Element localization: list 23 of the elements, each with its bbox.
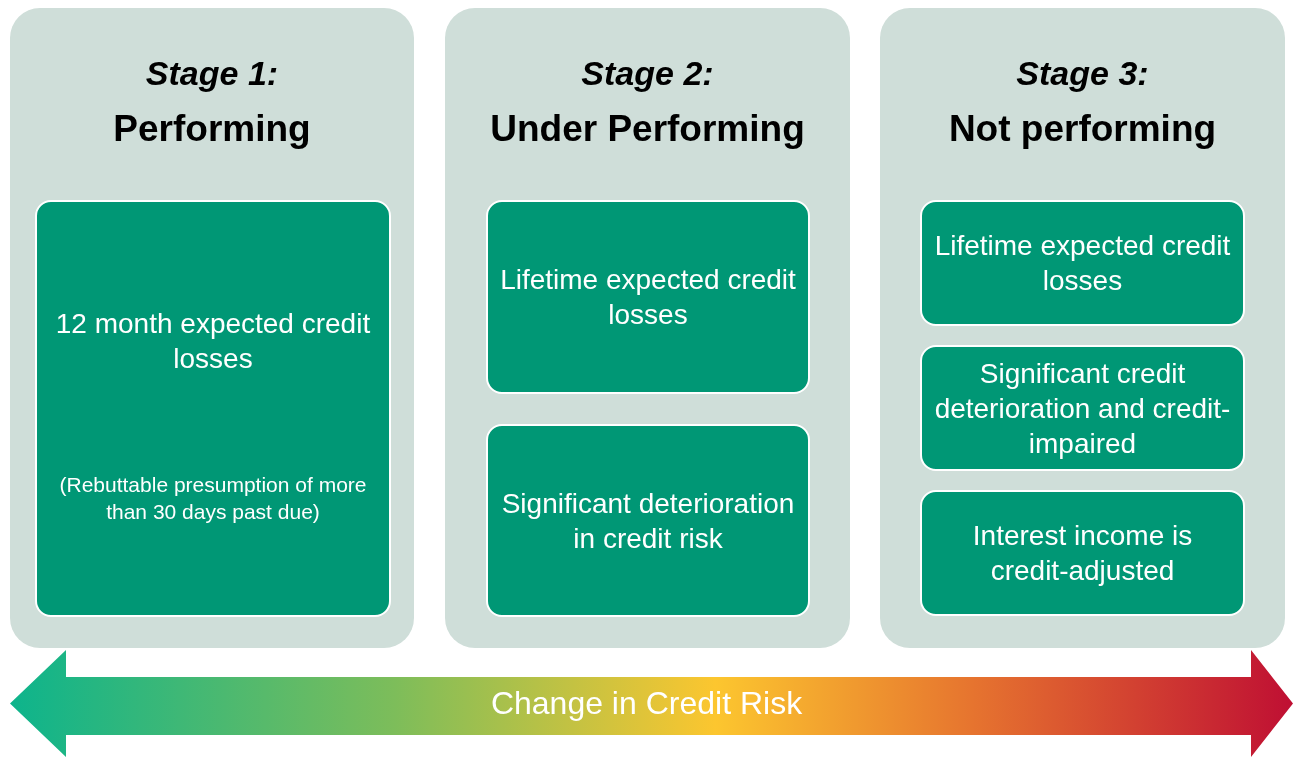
info-box [920,345,1245,471]
stage-number: Stage 3: [1015,54,1150,93]
box-text: Interest income is credit-adjusted [971,519,1194,588]
box-text: 12 month expected credit losses [54,307,372,376]
note-text: (Rebuttable presumption of more than 30 days past due) [58,472,368,526]
arrow-label: Change in Credit Risk [490,685,803,722]
info-box [920,200,1245,326]
stage-title: Not performing [947,108,1218,150]
stage-title: Under Performing [489,108,806,150]
stage-number: Stage 1: [144,54,280,93]
stage-title: Performing [112,108,312,150]
info-box [35,200,391,617]
box-text: Significant deterioration in credit risk [500,486,796,556]
box-text: Lifetime expected credit losses [500,263,796,332]
box-text: Significant credit deterioration and credit-impaired [934,356,1231,461]
stage-panel [10,8,414,648]
stage-panel [445,8,850,648]
info-box [486,200,810,394]
info-box [920,490,1245,616]
box-text: Lifetime expected credit losses [934,229,1231,298]
info-box [486,424,810,617]
stage-panel [880,8,1285,648]
stage-number: Stage 2: [580,54,715,93]
